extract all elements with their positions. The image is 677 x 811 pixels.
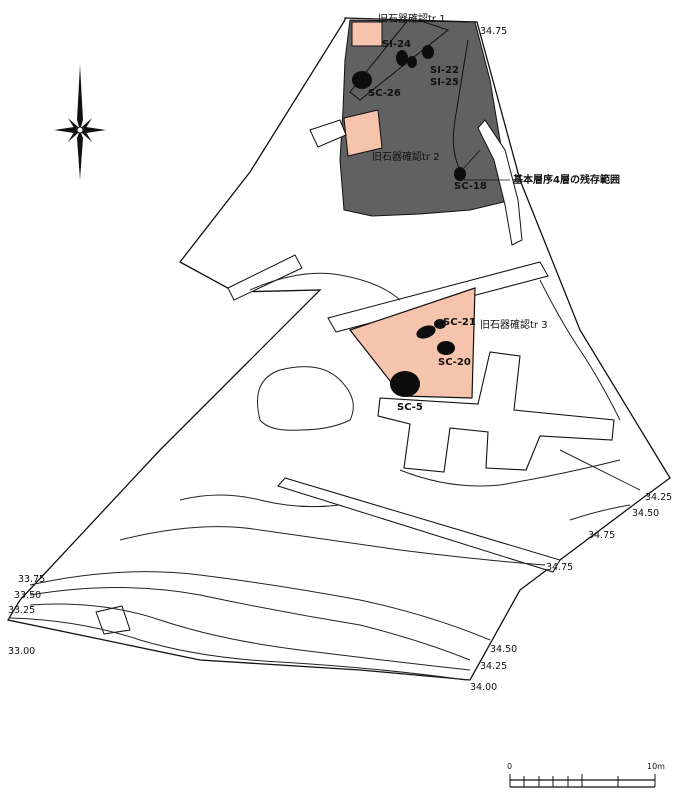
scale-end-label: 10m (647, 762, 665, 771)
feature-label-sc20: SC-20 (438, 357, 471, 368)
scale-bar: 0 10m (507, 762, 665, 788)
pit-sc18 (454, 167, 466, 181)
pit-sc26 (352, 71, 372, 89)
trench-label-3: 旧石器確認tr 3 (480, 318, 548, 331)
contour-line (399, 459, 621, 487)
contour-label: 34.50 (632, 508, 659, 519)
contour-line (559, 449, 641, 491)
compass-star-icon (54, 65, 106, 180)
contour-label: 34.25 (480, 661, 507, 672)
scale-start-label: 0 (507, 762, 512, 771)
trench-2 (343, 109, 383, 157)
feature-label-sc5: SC-5 (397, 402, 423, 413)
contour-label: 34.75 (480, 26, 507, 37)
contour-label: 33.00 (8, 646, 35, 657)
site-boundary (6, 17, 671, 681)
leader-line (463, 149, 481, 169)
strip-a (227, 254, 303, 301)
contour-label: 33.75 (18, 574, 45, 585)
pit-si24-b (407, 56, 417, 68)
small-trench-left (309, 119, 347, 148)
contour-label: 33.50 (14, 590, 41, 601)
trench-3 (349, 287, 476, 399)
contour-line (539, 279, 621, 421)
feature-label-sc18: SC-18 (454, 181, 487, 192)
contour-line (29, 603, 471, 671)
contour-label: 34.75 (546, 562, 573, 573)
contour-line (249, 272, 401, 301)
pit-si22 (422, 45, 434, 59)
feature-label-si25: SI-25 (430, 77, 459, 88)
contour-label: 34.25 (645, 492, 672, 503)
contour-line (569, 504, 631, 521)
trench-1 (351, 21, 383, 47)
path-strip-upper (477, 119, 523, 246)
contour-line (29, 571, 491, 641)
feature-label-sc26: SC-26 (368, 88, 401, 99)
trench-label-1: 旧石器確認tr 1 (378, 12, 446, 25)
feature-line (452, 39, 469, 171)
contour-label: 34.50 (490, 644, 517, 655)
pit-sc20 (437, 341, 455, 355)
contour-line (9, 617, 467, 681)
remaining-layer-note: 基本層序4層の残存範囲 (512, 173, 620, 186)
contour-line (119, 526, 546, 566)
pit-sc21-b (434, 319, 446, 329)
pit-sc5 (390, 371, 420, 397)
feature-label-si22: SI-22 (430, 65, 459, 76)
contour-line (29, 587, 471, 661)
strip-c (277, 477, 561, 573)
feature-label-si24: SI-24 (382, 39, 411, 50)
contour-label: 33.25 (8, 605, 35, 616)
pit-si24-a (396, 50, 408, 66)
contour-label: 34.00 (470, 682, 497, 693)
pit-sc21-a (416, 325, 436, 339)
trench-label-2: 旧石器確認tr 2 (372, 150, 440, 163)
trench-e-shape (377, 351, 615, 473)
feature-label-sc21: SC-21 (443, 317, 476, 328)
contour-line (257, 366, 354, 431)
strip-b (327, 261, 549, 333)
contour-line (179, 494, 341, 508)
contour-label: 34.75 (588, 530, 615, 541)
remaining-layer-area (339, 19, 513, 217)
